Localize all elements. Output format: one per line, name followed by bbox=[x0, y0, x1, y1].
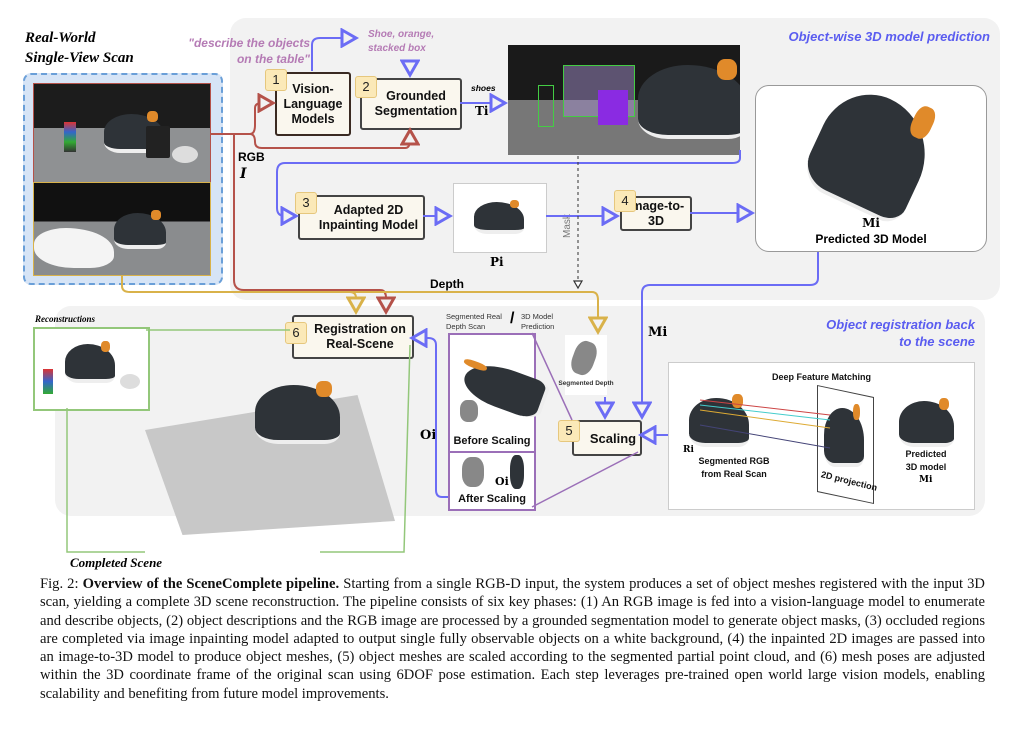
shoes-label: shoes bbox=[471, 83, 496, 93]
step5-badge: 5 bbox=[558, 420, 580, 442]
segmentation-result-image bbox=[508, 45, 740, 155]
predicted-model-small-label: Predicted 3D model bbox=[905, 449, 947, 472]
mask-to-inpainting-arrow bbox=[276, 150, 741, 216]
r-symbol: Ri bbox=[683, 445, 694, 455]
segmented-depth-label: Segmented Depth bbox=[558, 380, 614, 387]
prompt-line1: "describe the objects bbox=[188, 36, 310, 50]
completed-scene-label: Completed Scene bbox=[70, 555, 163, 570]
predicted-model-label: Predicted 3D Model bbox=[815, 232, 927, 246]
model-to-scaling-arrow bbox=[642, 252, 819, 417]
bottom-title-line2: to the scene bbox=[899, 334, 975, 349]
match-line-1 bbox=[699, 399, 831, 416]
predicted-model-symbol: Mi bbox=[862, 216, 880, 230]
vlm-to-output-arrow bbox=[311, 38, 356, 71]
caption-body: Starting from a single RGB-D input, the … bbox=[40, 576, 985, 702]
step3-label: Adapted 2D Inpainting Model bbox=[318, 202, 419, 232]
step2-label: Grounded Segmentation bbox=[374, 89, 458, 118]
vlm-output: Shoe, orange, stacked box bbox=[368, 28, 434, 56]
rgb-to-registration-arrow bbox=[233, 134, 386, 312]
depth-label: Depth bbox=[428, 277, 466, 291]
p-symbol: Pi bbox=[490, 255, 504, 269]
slash: / bbox=[510, 310, 515, 327]
scaling-zoom-line-bottom bbox=[531, 451, 639, 508]
step3-inpainting-box: Adapted 2D Inpainting Model bbox=[298, 195, 425, 240]
depth-image bbox=[33, 182, 211, 276]
prompt-line2: on the table" bbox=[236, 52, 310, 66]
depth-to-segmented-depth-arrow bbox=[350, 291, 598, 332]
segmented-rgb-label: Segmented RGB from Real Scan bbox=[698, 456, 770, 479]
vlm-prompt: "describe the objects on the table" bbox=[170, 35, 310, 67]
vlm-output-line2: stacked box bbox=[368, 43, 426, 54]
before-scaling-panel: Before Scaling bbox=[448, 333, 552, 453]
top-panel-title: Object-wise 3D model prediction bbox=[788, 29, 990, 44]
o-symbol: Oi bbox=[420, 428, 437, 443]
after-scaling-panel: Oi After Scaling bbox=[448, 451, 536, 511]
caption-title: Overview of the SceneComplete pipeline. bbox=[82, 576, 340, 592]
segmented-depth-image: Segmented Depth bbox=[558, 335, 614, 395]
m-symbol-bottom: Mi bbox=[648, 325, 668, 340]
t-symbol: Ti bbox=[475, 104, 489, 118]
inpainted-image bbox=[453, 183, 547, 253]
before-scaling-label: Before Scaling bbox=[453, 435, 531, 447]
reconstructions-label: Reconstructions bbox=[35, 314, 96, 324]
recon-frame-right bbox=[146, 329, 411, 553]
rgb-to-segmentation-arrow bbox=[249, 130, 410, 149]
step3-badge: 3 bbox=[295, 192, 317, 214]
rgb-to-vlm-arrow bbox=[210, 103, 273, 135]
caption-fig-label: Fig. 2: bbox=[40, 576, 79, 592]
model-prediction-label: 3D Model Prediction bbox=[521, 312, 555, 331]
predicted-m-symbol: Mi bbox=[919, 475, 933, 485]
left-title: Real-World Single-View Scan bbox=[25, 28, 134, 68]
recon-frame-left bbox=[66, 408, 145, 553]
vlm-output-line1: Shoe, orange, bbox=[368, 29, 435, 40]
completed-scene-shoe bbox=[255, 380, 340, 444]
rgb-symbol: I bbox=[240, 166, 247, 182]
match-line-4 bbox=[699, 424, 831, 449]
left-title-line2: Single-View Scan bbox=[25, 50, 134, 66]
step4-label: Image-to-3D bbox=[627, 198, 685, 228]
step5-scaling-box: Scaling bbox=[572, 420, 642, 456]
deep-feature-matching-label: Deep Feature Matching bbox=[771, 372, 872, 382]
step5-label: Scaling bbox=[589, 430, 637, 446]
step1-label: Vision-Language Models bbox=[283, 81, 343, 126]
step6-label: Registration on Real-Scene bbox=[314, 322, 406, 351]
rgb-image bbox=[33, 83, 211, 183]
after-o-symbol: Oi bbox=[495, 475, 509, 488]
seg-real-depth-label: Segmented Real Depth Scan bbox=[446, 312, 502, 331]
left-title-line1: Real-World bbox=[25, 30, 96, 46]
scaling-zoom-line-top bbox=[531, 332, 573, 421]
depth-to-registration-arrow bbox=[121, 275, 356, 312]
step2-badge: 2 bbox=[355, 76, 377, 98]
bottom-panel-title: Object registration back to the scene bbox=[760, 316, 975, 350]
bottom-title-line1: Object registration back bbox=[826, 317, 975, 332]
feature-matching-panel: Deep Feature Matching Ri Segmented RGB f… bbox=[668, 362, 975, 510]
rgb-label: RGB bbox=[238, 150, 265, 164]
step6-registration-box: Registration on Real-Scene bbox=[292, 315, 414, 359]
reconstructions-image bbox=[33, 327, 150, 411]
step1-badge: 1 bbox=[265, 69, 287, 91]
figure-caption: Fig. 2: Overview of the SceneComplete pi… bbox=[40, 575, 985, 703]
match-line-3 bbox=[699, 409, 831, 429]
predicted-model-panel: Mi Predicted 3D Model bbox=[755, 78, 987, 252]
match-line-2 bbox=[699, 404, 831, 421]
scaled-to-registration-arrow bbox=[412, 338, 448, 498]
step6-badge: 6 bbox=[285, 322, 307, 344]
after-scaling-label: After Scaling bbox=[458, 493, 526, 505]
